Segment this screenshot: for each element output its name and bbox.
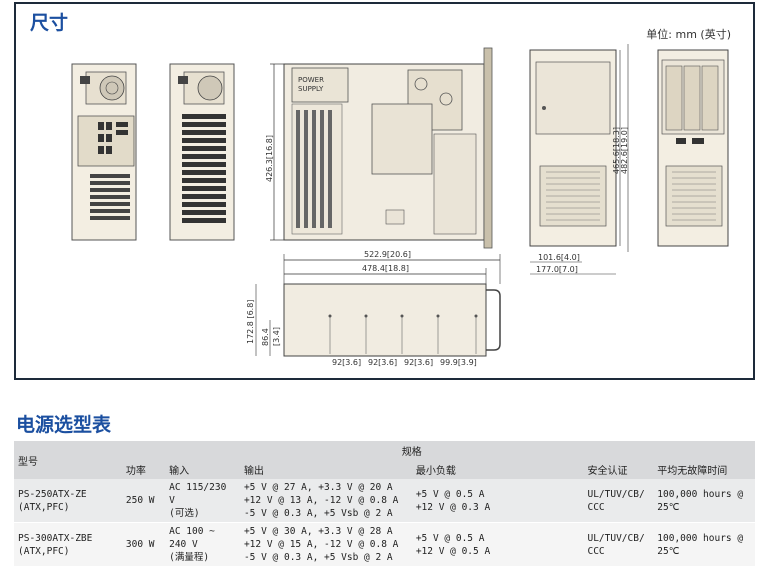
power-cell: 300 W <box>121 522 166 566</box>
power-selection-title: 电源选型表 <box>16 414 112 436</box>
col-cert-header: 安全认证 <box>583 460 654 479</box>
col-spec-group-header: 规格 <box>239 441 584 460</box>
model-cell: PS-300ATX-ZBE(ATX,PFC) <box>14 522 122 566</box>
power-cell: 250 W <box>121 479 166 523</box>
dim-top-height: 426.3[16.8] <box>265 135 274 182</box>
dim-front-w2: 177.0[7.0] <box>536 265 578 274</box>
col-minload-header: 最小负载 <box>411 460 584 479</box>
dimensions-title: 尺寸 <box>30 12 69 34</box>
dim-half-height: 86.4 <box>261 328 270 346</box>
minload-cell: +5 V @ 0.5 A+12 V @ 0.5 A <box>411 522 584 566</box>
input-cell: AC 115/230 V(可选) <box>165 479 240 523</box>
dim-front-w1: 101.6[4.0] <box>538 253 580 262</box>
dim-front-h2: 482.6[19.0] <box>620 127 629 174</box>
dim-spacing-3: 92[3.6] <box>404 358 433 367</box>
dim-front-h1: 465.6[18.3] <box>612 127 621 174</box>
table-header-row-1: 型号 规格 <box>14 441 755 479</box>
table-header-row-2: 功率 输入 输出 最小负载 安全认证 平均无故障时间 <box>14 460 755 479</box>
cert-cell: UL/TUV/CB/CCC <box>583 522 654 566</box>
unit-label: 单位: mm (英寸) <box>646 28 731 41</box>
front-view: 465.6[18.3] 482.6[19.0] 101.6[4.0] 177.0… <box>529 44 629 275</box>
dim-height: 172.8 [6.8] <box>246 300 255 344</box>
power-supply-label-1: POWER <box>298 76 324 84</box>
minload-cell: +5 V @ 0.5 A+12 V @ 0.3 A <box>411 479 584 523</box>
dim-depth-body: 478.4[18.8] <box>362 264 409 273</box>
dim-half-height-in: [3.4] <box>272 327 281 346</box>
dim-spacing-2: 92[3.6] <box>368 358 397 367</box>
table-row: PS-300ATX-ZBE(ATX,PFC) 300 W AC 100 ~ 24… <box>14 522 755 566</box>
col-output-header: 输出 <box>239 460 412 479</box>
col-mtbf-header: 平均无故障时间 <box>653 460 755 479</box>
dim-depth-overall: 522.9[20.6] <box>364 250 411 259</box>
dim-spacing-4: 99.9[3.9] <box>440 358 477 367</box>
col-input-header: 输入 <box>165 460 240 479</box>
power-supply-label-2: SUPPLY <box>298 85 324 93</box>
top-view: 426.3[16.8] POWER SUPPLY <box>265 47 493 249</box>
output-cell: +5 V @ 30 A, +3.3 V @ 28 A+12 V @ 15 A, … <box>239 522 412 566</box>
table-row: PS-250ATX-ZE(ATX,PFC) 250 W AC 115/230 V… <box>14 479 755 523</box>
power-spec-table: 型号 规格 功率 输入 输出 最小负载 安全认证 平均无故障时间 PS-250A… <box>14 441 755 566</box>
col-model-header: 型号 <box>14 441 122 479</box>
col-power-header: 功率 <box>121 460 166 479</box>
model-cell: PS-250ATX-ZE(ATX,PFC) <box>14 479 122 523</box>
mtbf-cell: 100,000 hours @ 25℃ <box>653 522 755 566</box>
front-view-open <box>657 49 729 247</box>
rear-view-multislot <box>169 63 235 241</box>
output-cell: +5 V @ 27 A, +3.3 V @ 20 A+12 V @ 13 A, … <box>239 479 412 523</box>
rear-view-atx <box>71 63 137 241</box>
input-cell: AC 100 ~ 240 V(满量程) <box>165 522 240 566</box>
side-view: 522.9[20.6] 478.4[18.8] 172.8 [6.8] 86.4… <box>246 250 501 367</box>
dim-spacing-1: 92[3.6] <box>332 358 361 367</box>
cert-cell: UL/TUV/CB/CCC <box>583 479 654 523</box>
mtbf-cell: 100,000 hours @ 25℃ <box>653 479 755 523</box>
dimension-drawings: 426.3[16.8] POWER SUPPLY 52 <box>71 44 729 367</box>
dimensions-panel: 尺寸 单位: mm (英寸) <box>14 2 755 380</box>
